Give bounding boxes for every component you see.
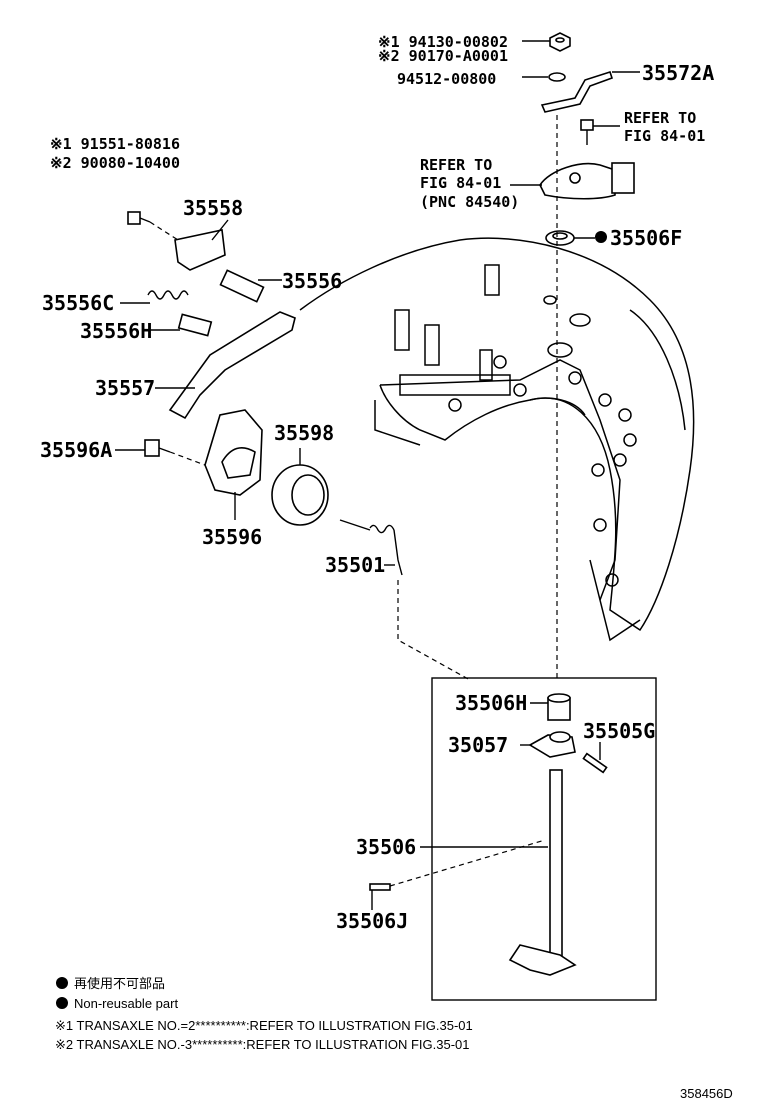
- label-35556c: 35556C: [42, 291, 114, 315]
- rod-35501-icon: [339, 519, 403, 576]
- legend-marker-en-icon: [56, 997, 68, 1009]
- spring-plate-cutout: [221, 446, 256, 479]
- label-35596: 35596: [202, 525, 262, 549]
- label-35572a: 35572A: [642, 61, 714, 85]
- label-washer: 94512-00800: [397, 70, 496, 88]
- bracket-icon: [540, 70, 614, 113]
- label-refer-bolt-2: FIG 84-01: [624, 127, 705, 145]
- label-refer-sw-1: REFER TO: [420, 156, 492, 174]
- oil-seal-icon: [545, 230, 575, 246]
- roller-35556h-icon: [177, 313, 213, 337]
- clip-35506j-icon: [369, 883, 391, 891]
- legend-note-1: ※1 TRANSAXLE NO.=2**********:REFER TO IL…: [55, 1018, 473, 1033]
- label-35556: 35556: [282, 269, 342, 293]
- washer-icon: [548, 72, 566, 82]
- label-35556h: 35556H: [80, 319, 152, 343]
- cam-35598-icon: [271, 464, 329, 526]
- figure-id: 358456D: [680, 1086, 733, 1101]
- label-refer-sw-3: (PNC 84540): [420, 193, 519, 211]
- manual-valve-shaft-icon: [508, 769, 577, 976]
- label-refer-bolt-1: REFER TO: [624, 109, 696, 127]
- label-35598: 35598: [274, 421, 334, 445]
- label-35557: 35557: [95, 376, 155, 400]
- nut-icon: [549, 32, 571, 52]
- pin-35505g-icon: [582, 752, 608, 774]
- legend-non-reusable-jp: 再使用不可部品: [74, 976, 165, 991]
- legend-non-reusable-en: Non-reusable part: [74, 996, 178, 1011]
- leader-lines: [115, 40, 640, 910]
- sleeve-35506h-icon: [547, 693, 571, 721]
- label-bolt-s2: ※2 90080-10400: [50, 154, 180, 172]
- label-35506j: 35506J: [336, 909, 408, 933]
- label-bolt-s1: ※1 91551-80816: [50, 135, 180, 153]
- collar-35057-icon: [528, 731, 576, 758]
- label-35506h: 35506H: [455, 691, 527, 715]
- label-35506: 35506: [356, 835, 416, 859]
- inset-box: [431, 677, 657, 1001]
- label-35057: 35057: [448, 733, 508, 757]
- label-35505g: 35505G: [583, 719, 655, 743]
- label-refer-sw-2: FIG 84-01: [420, 174, 501, 192]
- legend-marker-jp-icon: [56, 977, 68, 989]
- label-nut-s2: ※2 90170-A0001: [378, 47, 508, 65]
- legend-note-2: ※2 TRANSAXLE NO.-3**********:REFER TO IL…: [55, 1037, 470, 1052]
- neutral-switch-icon: [539, 162, 635, 200]
- label-35506f: 35506F: [610, 226, 682, 250]
- bolt-35596a-icon: [144, 439, 171, 457]
- bolt-35558-icon: [127, 211, 151, 225]
- pin-35556-icon: [219, 269, 265, 303]
- label-nut-s1: ※1 94130-00802: [378, 33, 508, 51]
- label-35501: 35501: [325, 553, 385, 577]
- detent-lever-icon: [168, 311, 296, 420]
- detent-spring-icon: [174, 229, 226, 271]
- bolt-icon: [580, 119, 594, 145]
- label-35596a: 35596A: [40, 438, 112, 462]
- spring-35556c-icon: [147, 290, 189, 300]
- transaxle-case: [299, 237, 695, 642]
- non-reusable-marker-icon: [595, 231, 607, 243]
- label-35558: 35558: [183, 196, 243, 220]
